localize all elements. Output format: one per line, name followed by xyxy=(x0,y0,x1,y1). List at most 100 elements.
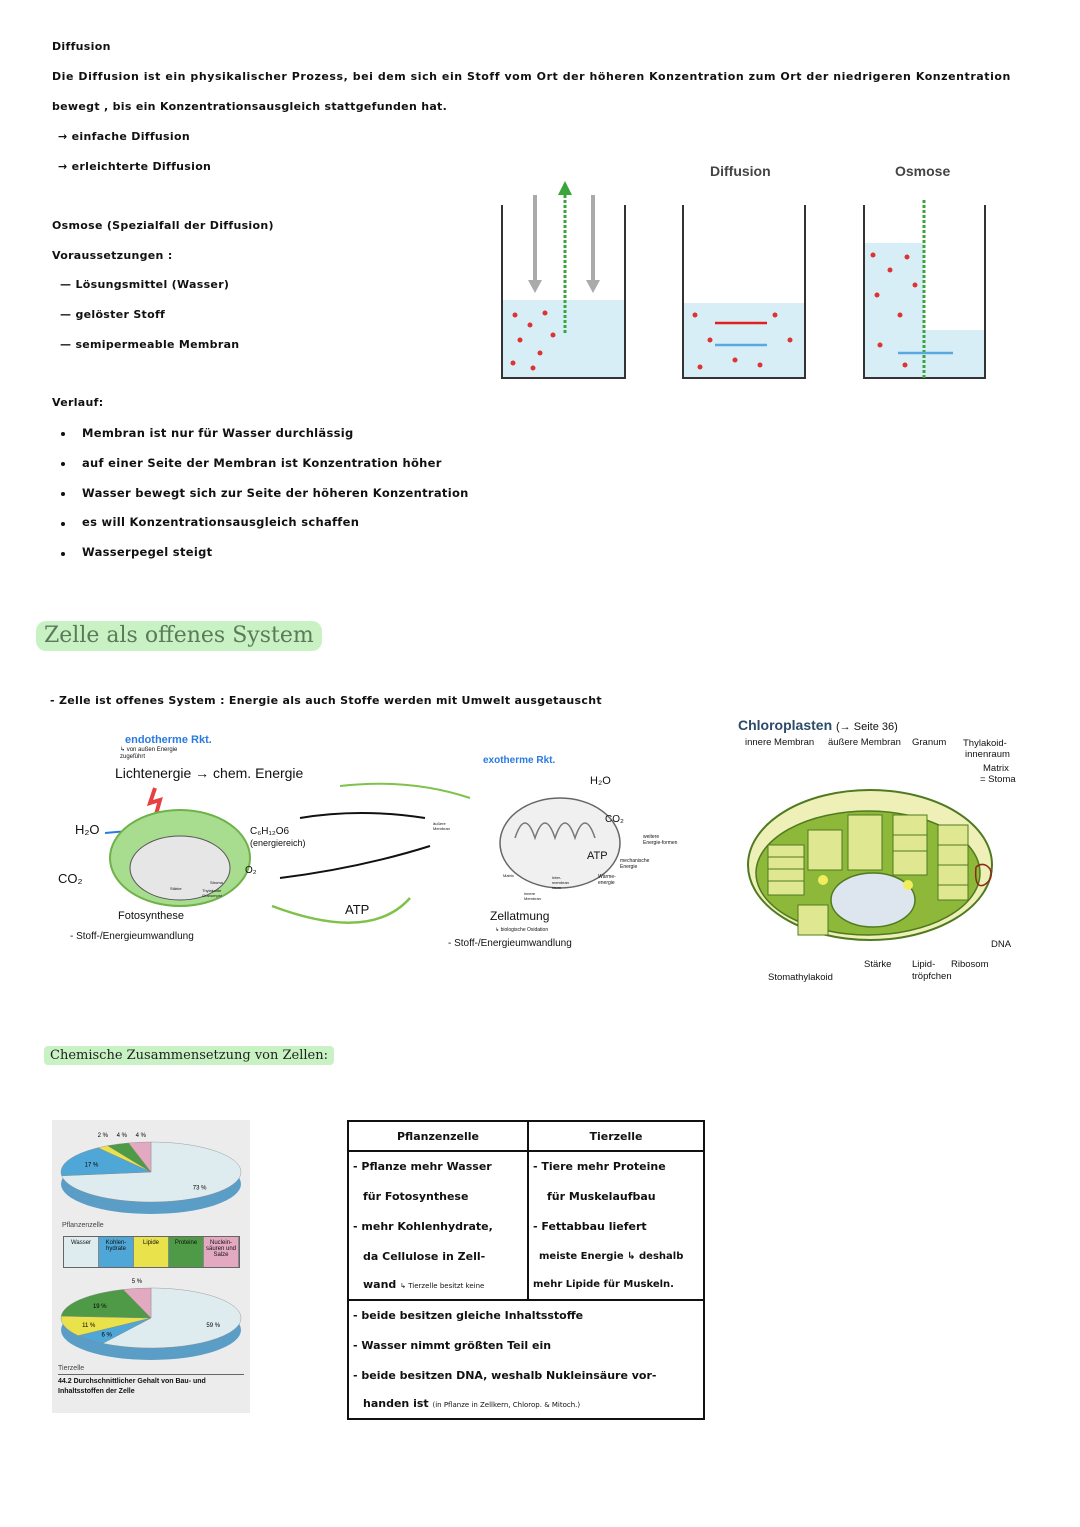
animal-pie: 59 %6 %11 %19 %5 % xyxy=(60,1279,242,1360)
endothermic-label: endotherme Rkt. xyxy=(125,734,212,746)
light-energy-label: Lichtenergie → chem. Energie xyxy=(115,765,304,781)
bullet xyxy=(61,462,65,466)
process-step: es will Konzentrationsausgleich schaffen xyxy=(82,515,360,529)
label-lipid: Lipid- xyxy=(912,959,936,970)
mitochondrion-sketch xyxy=(499,797,621,889)
diffusion-definition-2: bewegt , bis ein Konzentrationsausgleich… xyxy=(52,100,448,113)
plant-pie: 73 % 17 % 2 % 4 % 4 % xyxy=(60,1133,242,1214)
fotosynthese-sub: - Stoff-/Energieumwandlung xyxy=(70,931,194,942)
plant-cell: - Pflanze mehr Wasser für Fotosynthese -… xyxy=(347,1150,529,1301)
atp-mechanical: mechanische Energie xyxy=(620,858,650,870)
label-innenraum: innenraum xyxy=(965,749,1010,760)
process-step: auf einer Seite der Membran ist Konzentr… xyxy=(82,456,442,470)
label-ribosom: Ribosom xyxy=(951,959,989,970)
mito-outer-membrane: äußere Membran xyxy=(433,821,450,831)
diffusion-definition: Die Diffusion ist ein physikalischer Pro… xyxy=(52,70,1011,83)
pie-data-label: 4 % xyxy=(117,1133,128,1139)
fotosynthese-label: Fotosynthese xyxy=(118,910,185,922)
animal-cell: - Tiere mehr Proteine für Muskelaufbau -… xyxy=(527,1150,705,1301)
pie-data-label: 2 % xyxy=(98,1133,109,1139)
atp-forms: weitere Energie-formen xyxy=(643,834,678,846)
caption-number: 44.2 xyxy=(58,1378,72,1385)
requirements-title: Voraussetzungen : xyxy=(52,249,173,262)
label-staerke: Stärke xyxy=(864,959,892,970)
pie-data-label: 6 % xyxy=(101,1333,112,1339)
label-outer-membrane: äußere Membran xyxy=(828,737,901,748)
bullet xyxy=(61,522,65,526)
plant-line: - Pflanze mehr Wasser xyxy=(353,1160,492,1173)
chloroplast-title: Chloroplasten (→ Seite 36) xyxy=(738,717,898,735)
glucose-label: C₆H₁₂O6 xyxy=(250,826,290,837)
label-lipid-2: tröpfchen xyxy=(912,971,952,982)
caption-text-2: Inhaltsstoffen der Zelle xyxy=(58,1388,135,1395)
plant-note: ↳ Tierzelle besitzt keine xyxy=(400,1282,485,1290)
plant-pie-label: Pflanzenzelle xyxy=(62,1222,104,1229)
caption-text: Durchschnittlicher Gehalt von Bau- und xyxy=(73,1378,206,1385)
process-step: Membran ist nur für Wasser durchlässig xyxy=(82,426,354,440)
both-line: - beide besitzen gleiche Inhaltsstoffe xyxy=(353,1309,584,1322)
zellatmung-label: Zellatmung xyxy=(490,909,550,923)
diffusion-type: → einfache Diffusion xyxy=(58,130,190,143)
endothermic-note: ↳ von außen Energie zugeführt xyxy=(120,747,178,760)
pie-data-label: 5 % xyxy=(132,1279,143,1285)
pie-slice-nuclein-s-uren-und-salze xyxy=(128,1141,152,1173)
legend-item: Nuclein-säuren und Salze xyxy=(204,1237,239,1267)
mito-inner-membrane: innere Membran xyxy=(524,891,541,901)
pie-slice-wasser xyxy=(61,1141,242,1203)
chloroplast-ref: (→ Seite 36) xyxy=(836,721,898,733)
legend-item: Lipide xyxy=(134,1237,169,1267)
beaker-3-osmose xyxy=(863,200,986,379)
zellatmung-sub: - Stoff-/Energieumwandlung xyxy=(448,938,572,949)
comparison-table: Pflanzenzelle Tierzelle - Pflanze mehr W… xyxy=(347,1120,705,1420)
animal-line: - Tiere mehr Proteine xyxy=(533,1160,666,1173)
plant-line: - mehr Kohlenhydrate, xyxy=(353,1220,493,1233)
pie-slice-nuclein-s-uren-und-salze xyxy=(122,1287,152,1319)
diffusion-osmosis-beakers xyxy=(501,181,986,379)
pie-slice-kohlen-hydrate xyxy=(60,1147,152,1176)
pie-data-label: 11 % xyxy=(82,1323,96,1329)
composition-pie-figure: 73 %17 %2 %4 %4 %59 %6 %11 %19 %5 % Pfla… xyxy=(52,1120,250,1413)
beaker-2-diffusion xyxy=(682,205,806,379)
diffusion-title: Diffusion xyxy=(52,40,111,53)
both-line: - Wasser nimmt größten Teil ein xyxy=(353,1339,552,1352)
h2o-input: H₂O xyxy=(75,822,100,837)
label-stoma: = Stoma xyxy=(980,774,1016,785)
o2-output: O₂ xyxy=(245,865,257,876)
requirement: — gelöster Stoff xyxy=(60,308,166,321)
header-plant: Pflanzenzelle xyxy=(347,1120,529,1152)
pie-data-label: 73 % xyxy=(193,1185,207,1191)
co2-input: CO₂ xyxy=(58,871,83,886)
pie-data-label: 4 % xyxy=(136,1133,147,1139)
requirement-text: semipermeable Membran xyxy=(75,338,240,351)
requirement-text: gelöster Stoff xyxy=(75,308,166,321)
section-title-zelle: Zelle als offenes System xyxy=(36,621,322,651)
bullet xyxy=(61,492,65,496)
animal-line: - Fettabbau liefert xyxy=(533,1220,647,1233)
beaker-label-osmose: Osmose xyxy=(895,163,951,179)
pie-data-label: 17 % xyxy=(85,1162,99,1168)
requirement-text: Lösungsmittel (Wasser) xyxy=(75,278,230,291)
animal-line: meiste Energie ↳ deshalb xyxy=(539,1251,684,1262)
bullet xyxy=(61,432,65,436)
chl-thylakoid-label: Thylakoide Granumpel xyxy=(202,888,222,898)
header-animal: Tierzelle xyxy=(527,1120,705,1152)
caption-divider xyxy=(58,1374,244,1375)
mito-intermembrane: Inter-membran raum xyxy=(552,875,569,890)
diffusion-type: → erleichterte Diffusion xyxy=(58,160,212,173)
chloroplast-title-text: Chloroplasten xyxy=(738,717,833,733)
pie-slice-wasser xyxy=(102,1287,242,1349)
process-step: Wasser bewegt sich zur Seite der höheren… xyxy=(82,486,469,500)
legend-item: Kohlen-hydrate xyxy=(99,1237,134,1267)
energy-cycle-diagram: endotherme Rkt. ↳ von außen Energie zuge… xyxy=(50,728,700,976)
process-step: Wasserpegel steigt xyxy=(82,545,213,559)
both-note: (in Pflanze in Zellkern, Chlorop. & Mito… xyxy=(432,1401,581,1409)
exothermic-label: exotherme Rkt. xyxy=(483,755,556,766)
zellatmung-note: ↳ biologische Oxidation xyxy=(495,927,549,933)
both-line: handen ist xyxy=(363,1397,429,1410)
beaker-label-diffusion: Diffusion xyxy=(710,163,771,179)
label-granum: Granum xyxy=(912,737,947,748)
label-inner-membrane: innere Membran xyxy=(745,737,815,748)
